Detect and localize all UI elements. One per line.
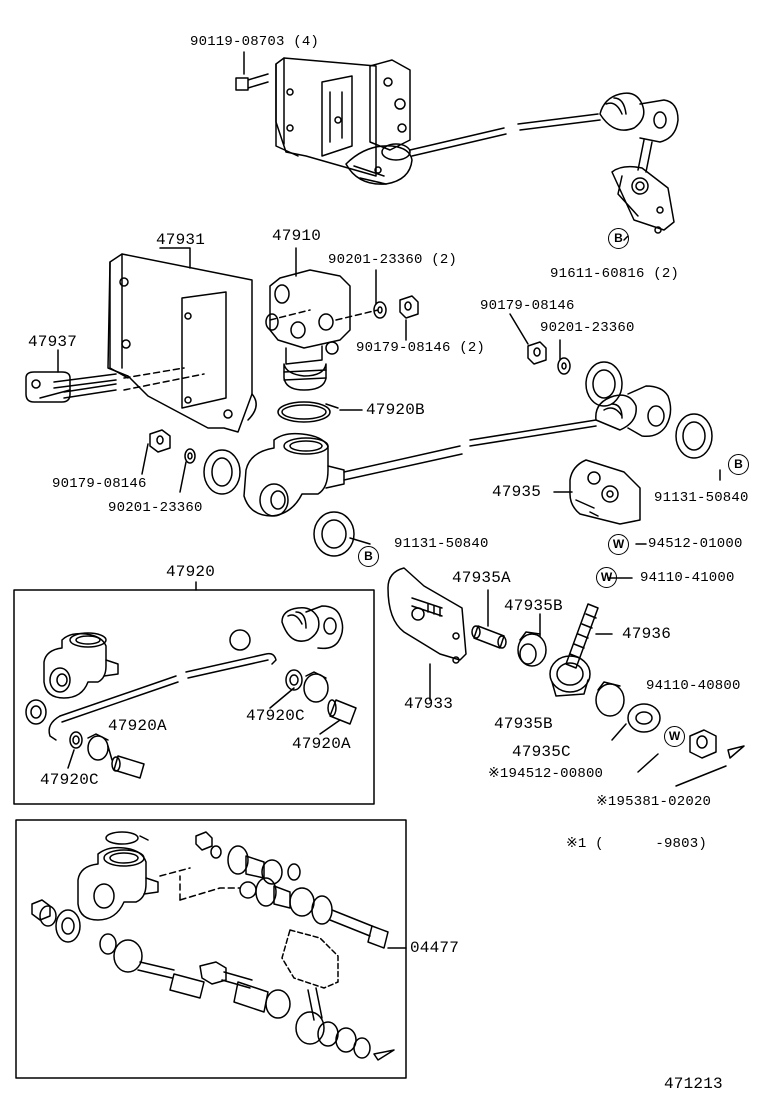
label-washer-d: ※194512-00800 xyxy=(488,766,604,782)
label-kit: 04477 xyxy=(410,939,460,957)
marker-b-top: B xyxy=(608,228,629,249)
label-w-washer: 94512-01000 xyxy=(648,536,743,552)
label-valve: 47910 xyxy=(272,227,322,245)
label-bush-b2: 47935B xyxy=(494,715,553,733)
label-bolt-47937: 47937 xyxy=(28,333,78,351)
marker-b-right: B xyxy=(728,454,749,475)
leader-lines xyxy=(57,51,721,949)
marker-w-small: W xyxy=(664,726,685,747)
marker-w-washer: W xyxy=(608,534,629,555)
label-bush-c2: 47920C xyxy=(40,771,99,789)
kit-box xyxy=(15,819,407,1079)
label-washer-a: 90201-23360 (2) xyxy=(328,252,458,268)
label-washer-b: 90201-23360 xyxy=(540,320,635,336)
figure-number: 471213 xyxy=(664,1075,723,1093)
label-bracket: 47931 xyxy=(156,231,206,249)
label-plate: 47933 xyxy=(404,695,454,713)
label-collar: 47935A xyxy=(452,569,511,587)
label-rod-kit: 47920 xyxy=(166,563,216,581)
right-lower-parts xyxy=(387,567,745,787)
label-bush-a1: 47920A xyxy=(108,717,167,735)
label-pin: ※195381-02020 xyxy=(596,794,712,810)
label-stud: 47936 xyxy=(622,625,672,643)
label-w-nut: 94110-41000 xyxy=(640,570,735,586)
label-link-47935: 47935 xyxy=(492,483,542,501)
label-top-bolt: 90119-08703 (4) xyxy=(190,34,320,50)
label-bush-c3: 47935C xyxy=(512,743,571,761)
middle-valve-assembly xyxy=(25,253,713,557)
label-clip-ring: 47920B xyxy=(366,401,425,419)
label-washer-c: 90201-23360 xyxy=(108,500,203,516)
label-bush-c1: 47920C xyxy=(246,707,305,725)
label-nut-d: 94110-40800 xyxy=(646,678,741,694)
label-nut-c: 90179-08146 xyxy=(52,476,147,492)
label-clamp-right: 91131-50840 xyxy=(654,490,749,506)
label-nut-a: 90179-08146 (2) xyxy=(356,340,486,356)
label-bush-b1: 47935B xyxy=(504,597,563,615)
marker-b-left: B xyxy=(358,546,379,567)
top-valve-assembly xyxy=(235,57,679,241)
marker-w-nut: W xyxy=(596,567,617,588)
label-nut-b: 90179-08146 xyxy=(480,298,575,314)
rod-kit-box xyxy=(13,589,375,805)
label-note: ※1 ( -9803) xyxy=(566,836,707,852)
label-top-clamp: 91611-60816 (2) xyxy=(550,266,680,282)
label-clamp-left: 91131-50840 xyxy=(394,536,489,552)
label-bush-a2: 47920A xyxy=(292,735,351,753)
